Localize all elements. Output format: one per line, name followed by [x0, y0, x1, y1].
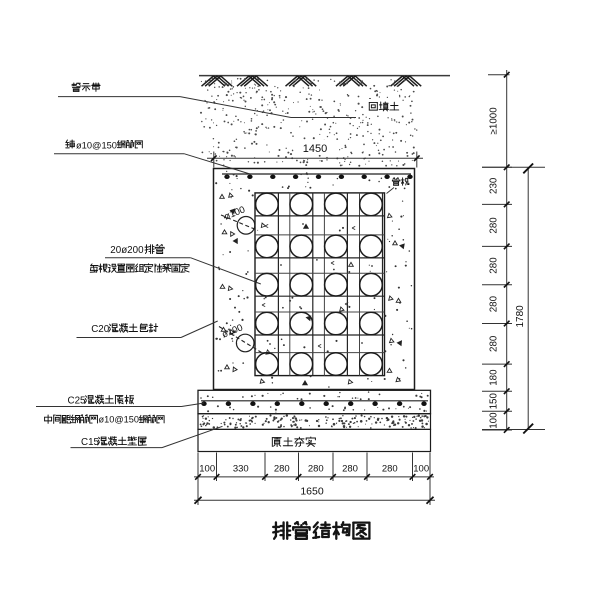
svg-text:C15: C15 — [81, 437, 100, 448]
svg-text:180: 180 — [489, 369, 500, 386]
svg-text:280: 280 — [489, 295, 500, 312]
svg-text:280: 280 — [489, 335, 500, 352]
svg-text:100: 100 — [489, 412, 500, 429]
svg-text:≥1000: ≥1000 — [489, 107, 500, 135]
svg-text:280: 280 — [308, 464, 324, 475]
svg-text:230: 230 — [489, 177, 500, 194]
svg-text:100: 100 — [199, 464, 215, 475]
svg-text:ø100: ø100 — [223, 204, 247, 222]
svg-text:C20: C20 — [91, 324, 110, 335]
svg-text:280: 280 — [489, 217, 500, 234]
svg-text:280: 280 — [342, 464, 358, 475]
svg-text:150: 150 — [489, 392, 500, 409]
svg-text:20ø200: 20ø200 — [110, 245, 144, 256]
svg-text:280: 280 — [274, 464, 290, 475]
svg-text:1650: 1650 — [300, 486, 324, 498]
svg-text:ø10@150: ø10@150 — [76, 140, 117, 150]
svg-text:1780: 1780 — [515, 305, 526, 328]
svg-text:ø10@150: ø10@150 — [99, 415, 140, 425]
svg-text:C25: C25 — [68, 396, 87, 407]
svg-text:280: 280 — [489, 257, 500, 274]
svg-text:330: 330 — [233, 464, 249, 475]
svg-text:280: 280 — [382, 464, 398, 475]
svg-text:1450: 1450 — [303, 143, 327, 155]
svg-text:100: 100 — [413, 464, 429, 475]
